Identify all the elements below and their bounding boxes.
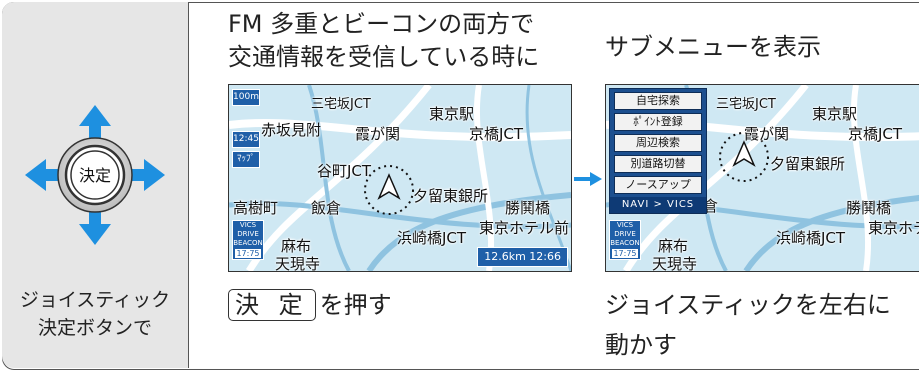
map-label: 東京駅: [812, 105, 858, 123]
map-label: 東京ホテル前: [868, 219, 919, 237]
left-caption: ジョイスティック 決定ボタンで: [2, 286, 188, 342]
map-label: 三宅坂JCT: [311, 97, 371, 112]
map-roads: [229, 85, 571, 271]
left-caption-line1: ジョイスティック: [19, 289, 171, 311]
menu-item-point-register[interactable]: ﾎﾟｲﾝﾄ登録: [614, 113, 702, 131]
arrow-left-icon: [25, 159, 60, 191]
menu-navi-vics-toggle[interactable]: NAVI > VICS: [610, 197, 706, 213]
map-mode-badge: ﾏｯﾌﾟ: [232, 151, 260, 168]
map-scale-badge: 100m: [232, 89, 260, 106]
menu-item-home-search[interactable]: 自宅探索: [614, 92, 702, 110]
joystick-center-label: 決定: [79, 166, 111, 185]
map-label: 谷町JCT: [317, 162, 372, 180]
vics-info-box: VICS DRIVE BEACON 17:75: [232, 220, 264, 260]
map-label: 飯倉: [311, 199, 342, 217]
map-time-badge: 12:45: [232, 131, 260, 148]
map-label: 勝鬨橋: [505, 199, 551, 217]
map-label: 東京駅: [429, 105, 475, 123]
step1-heading-line1: FM 多重とビーコンの両方で: [228, 10, 535, 38]
vics-line1: VICS DRIVE: [237, 221, 259, 238]
joystick-illustration: 決定: [25, 105, 165, 245]
menu-item-nearby-search[interactable]: 周辺検索: [614, 134, 702, 152]
arrow-down-icon: [79, 210, 111, 245]
map-label: 京橋JCT: [848, 125, 903, 143]
menu-item-north-up[interactable]: ノースアップ: [614, 176, 702, 194]
vics-info-box: VICS DRIVE BEACON 17:75: [609, 220, 641, 260]
vics-line1: VICS DRIVE: [614, 221, 636, 238]
step2-action-line1: ジョイスティックを左右に: [605, 291, 891, 319]
arrow-right-icon: [574, 172, 602, 186]
vics-line2: BEACON: [233, 239, 263, 247]
step2-heading: サブメニューを表示: [605, 33, 821, 61]
decide-key: 決 定: [228, 289, 316, 321]
step1-heading: FM 多重とビーコンの両方で 交通情報を受信している時に: [228, 8, 539, 74]
map-label: 霞が関: [355, 125, 401, 143]
map-label: 夕留東銀所: [770, 155, 846, 173]
map-label: 浜崎橋JCT: [397, 229, 467, 247]
map-label: 夕留東銀所: [413, 187, 489, 205]
step1-action: 決 定を押す: [228, 285, 392, 325]
step2-action-line2: 動かす: [605, 331, 677, 359]
sub-menu: 自宅探索 ﾎﾟｲﾝﾄ登録 周辺検索 別道路切替 ノースアップ NAVI > VI…: [609, 88, 707, 214]
map-label: 東京ホテル前: [479, 219, 570, 237]
map-label: 赤坂見附: [261, 121, 322, 139]
map-label: 天現寺: [652, 255, 698, 272]
map-label: 三宅坂JCT: [716, 97, 776, 112]
map-screen-before: 100m 12:45 ﾏｯﾌﾟ 三宅坂JCT 東京駅 赤坂見附 霞が関 京橋JC…: [228, 84, 572, 272]
map-label: 霞が関: [744, 125, 790, 143]
left-caption-line2: 決定ボタンで: [37, 317, 152, 339]
vehicle-marker-icon: [732, 140, 756, 167]
step1-heading-line2: 交通情報を受信している時に: [228, 43, 540, 71]
vics-line2: BEACON: [610, 239, 640, 247]
vics-time2: 17:75: [612, 249, 638, 258]
map-label: 高樹町: [233, 199, 279, 217]
map-label: 天現寺: [275, 255, 321, 272]
menu-item-alt-route[interactable]: 別道路切替: [614, 155, 702, 173]
map-label: 勝鬨橋: [846, 199, 892, 217]
step2-action: ジョイスティックを左右に 動かす: [605, 285, 891, 365]
map-label: 麻布: [658, 237, 689, 255]
map-label: 京橋JCT: [469, 125, 524, 143]
arrow-right-icon: [130, 159, 165, 191]
vehicle-marker-icon: [377, 173, 401, 200]
vics-time1: 17:75: [235, 249, 261, 258]
arrow-up-icon: [79, 105, 111, 140]
map-screen-after: 三宅坂JCT 東京駅 霞が関 京橋JCT 夕留東銀所 高樹町 飯倉 勝鬨橋 東京…: [605, 84, 919, 272]
map-label: 浜崎橋JCT: [776, 229, 846, 247]
step1-action-text: を押す: [319, 291, 392, 319]
map-status-bar: 12.6km 12:66: [477, 247, 568, 267]
map-label: 麻布: [281, 237, 312, 255]
